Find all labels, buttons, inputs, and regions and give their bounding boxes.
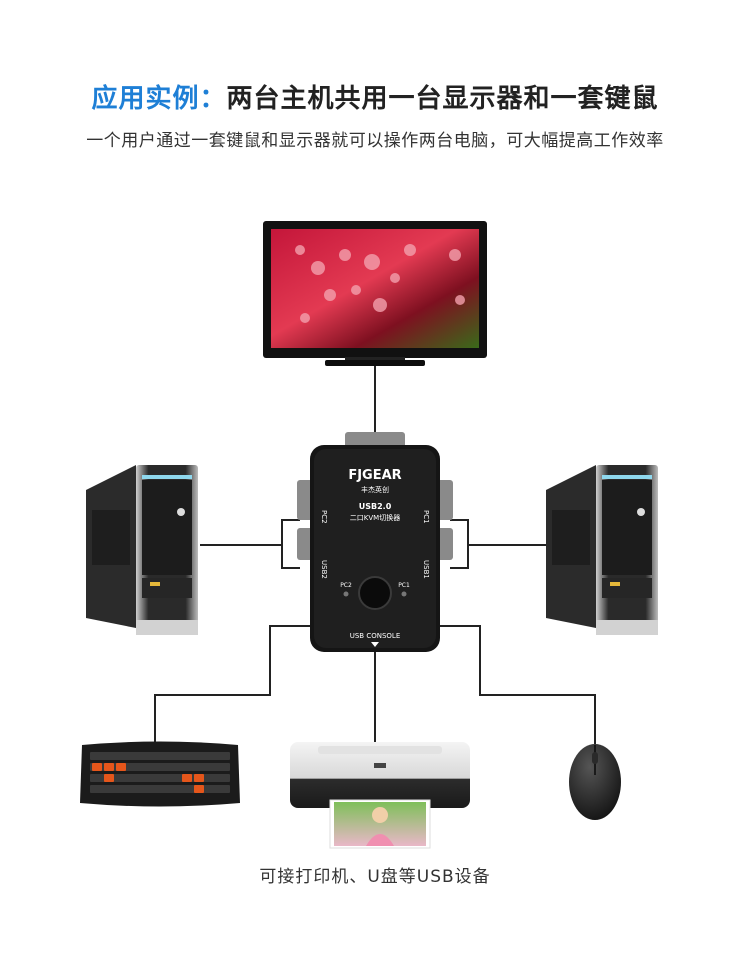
kvm-brand: FJGEAR <box>348 468 401 483</box>
kvm-led-pc1 <box>402 592 407 597</box>
monitor <box>263 221 487 366</box>
kvm-model: USB2.0 <box>359 502 392 511</box>
cable-pc-left <box>200 520 300 568</box>
cable-keyboard <box>155 626 318 745</box>
kvm-usb2-label: USB2 <box>320 560 328 579</box>
pc-tower-left <box>86 465 198 635</box>
kvm-switch-button <box>359 577 391 609</box>
kvm-port-pc2-label: PC2 <box>320 510 328 524</box>
cable-mouse <box>430 626 595 745</box>
cable-pc-right <box>450 520 548 568</box>
kvm-usb1-label: USB1 <box>422 560 430 579</box>
kvm-led-pc2-label: PC2 <box>340 582 352 589</box>
keyboard <box>80 742 240 807</box>
kvm-led-pc1-label: PC1 <box>398 582 410 589</box>
kvm-port-pc1-label: PC1 <box>422 510 430 524</box>
printer <box>290 742 470 848</box>
kvm-brand-cn: 丰杰英创 <box>361 485 389 494</box>
kvm-model-cn: 二口KVM切换器 <box>350 513 400 522</box>
kvm-switch: FJGEAR 丰杰英创 USB2.0 二口KVM切换器 PC2 PC1 USB2… <box>297 432 453 652</box>
kvm-led-pc2 <box>344 592 349 597</box>
pc-tower-right <box>546 465 658 635</box>
footer-caption: 可接打印机、U盘等USB设备 <box>0 862 750 887</box>
kvm-console-label: USB CONSOLE <box>350 632 401 640</box>
mouse <box>569 744 621 820</box>
